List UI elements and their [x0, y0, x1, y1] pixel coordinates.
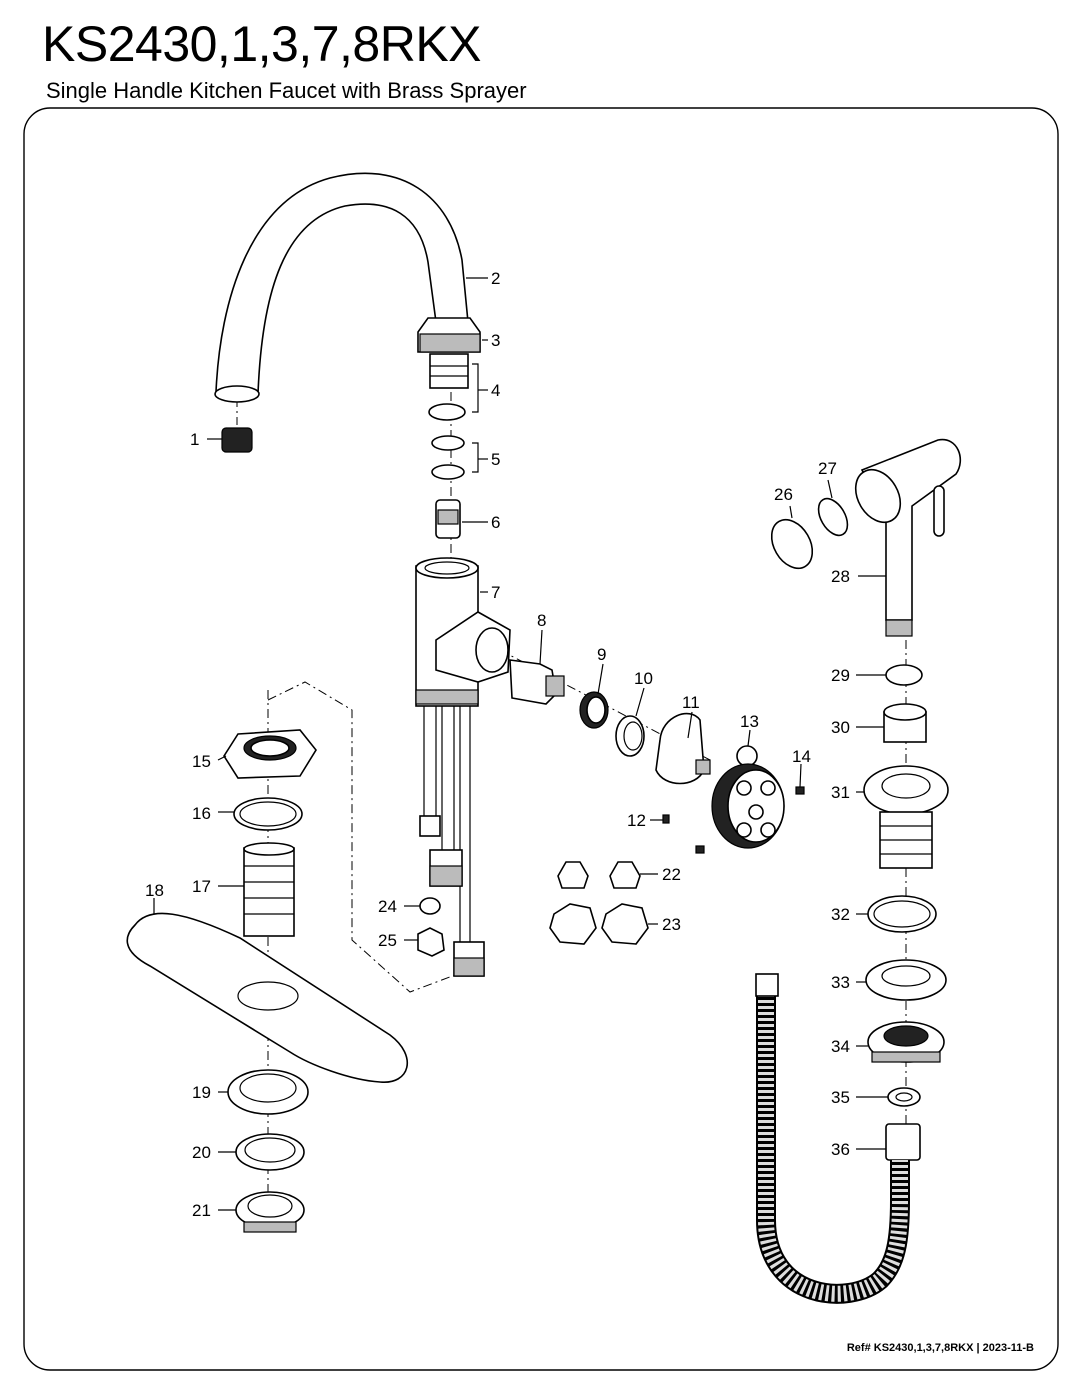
part-8-cartridge	[509, 659, 565, 705]
part-7-body	[415, 557, 511, 977]
part-label: 23	[662, 915, 681, 934]
part-label: 2	[491, 269, 500, 288]
part-label: 14	[792, 747, 811, 766]
part-31-sprayer-base	[863, 765, 949, 869]
part-label: 29	[831, 666, 850, 685]
part-12-screw	[662, 814, 670, 824]
part-4-adapter	[428, 353, 469, 421]
part-label: 11	[682, 693, 700, 712]
part-label: 19	[192, 1083, 211, 1102]
part-35-washer	[887, 1087, 921, 1107]
part-19-gasket	[227, 1069, 309, 1115]
part-label: 8	[537, 611, 546, 630]
part-label: 7	[491, 583, 500, 602]
page-subtitle: Single Handle Kitchen Faucet with Brass …	[46, 78, 527, 103]
diagram-frame	[23, 107, 1059, 1371]
part-1-aerator	[221, 427, 253, 453]
part-21-mounting-nut	[235, 1191, 305, 1233]
part-label: 24	[378, 897, 397, 916]
part-label: 26	[774, 485, 793, 504]
part-30-coupling	[883, 703, 927, 743]
part-3-nut	[417, 317, 481, 353]
part-label: 20	[192, 1143, 211, 1162]
part-label: 4	[491, 381, 500, 400]
part-13-handle	[711, 745, 785, 849]
part-15-hex-nut	[223, 729, 317, 779]
part-label: 15	[192, 752, 211, 771]
part-22-ferrules	[557, 861, 641, 889]
part-label: 9	[597, 645, 606, 664]
part-label: 21	[192, 1201, 211, 1220]
page-title: KS2430,1,3,7,8RKX	[42, 16, 482, 72]
part-9-ring	[579, 691, 609, 729]
part-28-sprayer-head	[854, 438, 962, 637]
part-label: 12	[627, 811, 646, 830]
part-6-insert	[435, 499, 461, 539]
part-label: 18	[145, 881, 164, 900]
part-17-threaded-shank	[243, 842, 295, 937]
part-label: 30	[831, 718, 850, 737]
part-label: 3	[491, 331, 500, 350]
part-label: 13	[740, 712, 759, 731]
part-label: 27	[818, 459, 837, 478]
reference-code: Ref# KS2430,1,3,7,8RKX | 2023-11-B	[846, 1342, 1034, 1354]
part-23-compression-nuts	[549, 903, 649, 945]
part-label: 35	[831, 1088, 850, 1107]
part-label: 34	[831, 1037, 850, 1056]
part-label: 1	[190, 430, 199, 449]
part-11-cap	[655, 712, 711, 785]
part-spout	[214, 172, 469, 403]
part-label: 28	[831, 567, 850, 586]
part-27-oring	[817, 497, 849, 537]
part-label: 31	[831, 783, 850, 802]
part-label: 22	[662, 865, 681, 884]
part-5-orings	[431, 435, 465, 480]
part-34-nut	[867, 1021, 945, 1063]
part-10-sleeve	[615, 715, 645, 757]
part-label: 25	[378, 931, 397, 950]
part-25-nut	[417, 927, 445, 957]
part-26-spray-disc	[770, 518, 814, 570]
part-16-washer	[233, 797, 303, 831]
part-labels: 1 2 3 4 5 6 7 8 9 10 11 12 13 14 15 16 1…	[145, 269, 850, 1220]
part-24-washer	[419, 897, 441, 915]
part-14-screw	[795, 786, 805, 795]
part-29-washer	[885, 664, 923, 686]
part-label: 6	[491, 513, 500, 532]
part-label: 16	[192, 804, 211, 823]
part-label: 36	[831, 1140, 850, 1159]
part-18-deck-plate	[126, 912, 409, 1083]
part-label: 17	[192, 877, 211, 896]
part-label: 5	[491, 450, 500, 469]
part-label: 10	[634, 669, 653, 688]
part-label: 32	[831, 905, 850, 924]
part-label: 33	[831, 973, 850, 992]
leader-lines	[153, 277, 888, 1211]
part-36-hose	[755, 973, 921, 1304]
part-20-washer	[235, 1133, 305, 1171]
